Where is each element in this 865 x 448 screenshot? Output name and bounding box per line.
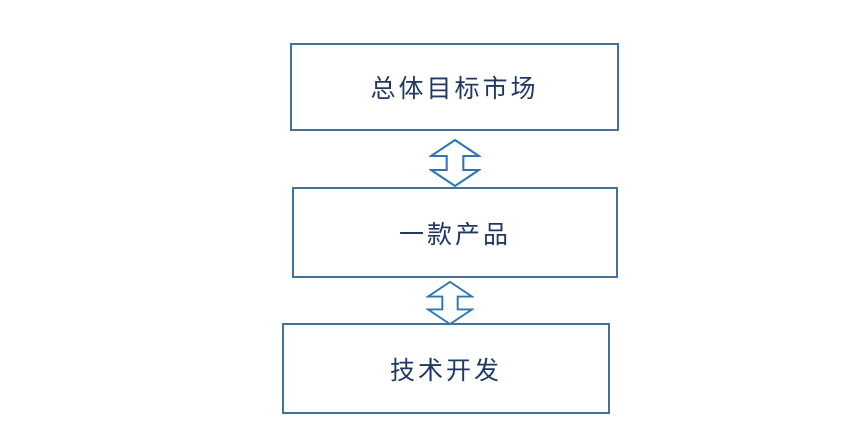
double-arrow-icon [426,281,474,325]
up-down-arrow-shape [426,281,474,325]
node-a-product: 一款产品 [292,187,618,278]
node-a-product-label: 一款产品 [398,220,511,249]
node-technology-development-label: 技术开发 [389,356,502,385]
up-down-arrow-shape [429,139,481,187]
node-overall-target-market-label: 总体目标市场 [370,75,539,103]
node-technology-development: 技术开发 [282,323,610,414]
double-arrow-icon [429,139,481,187]
node-overall-target-market: 总体目标市场 [290,43,619,131]
